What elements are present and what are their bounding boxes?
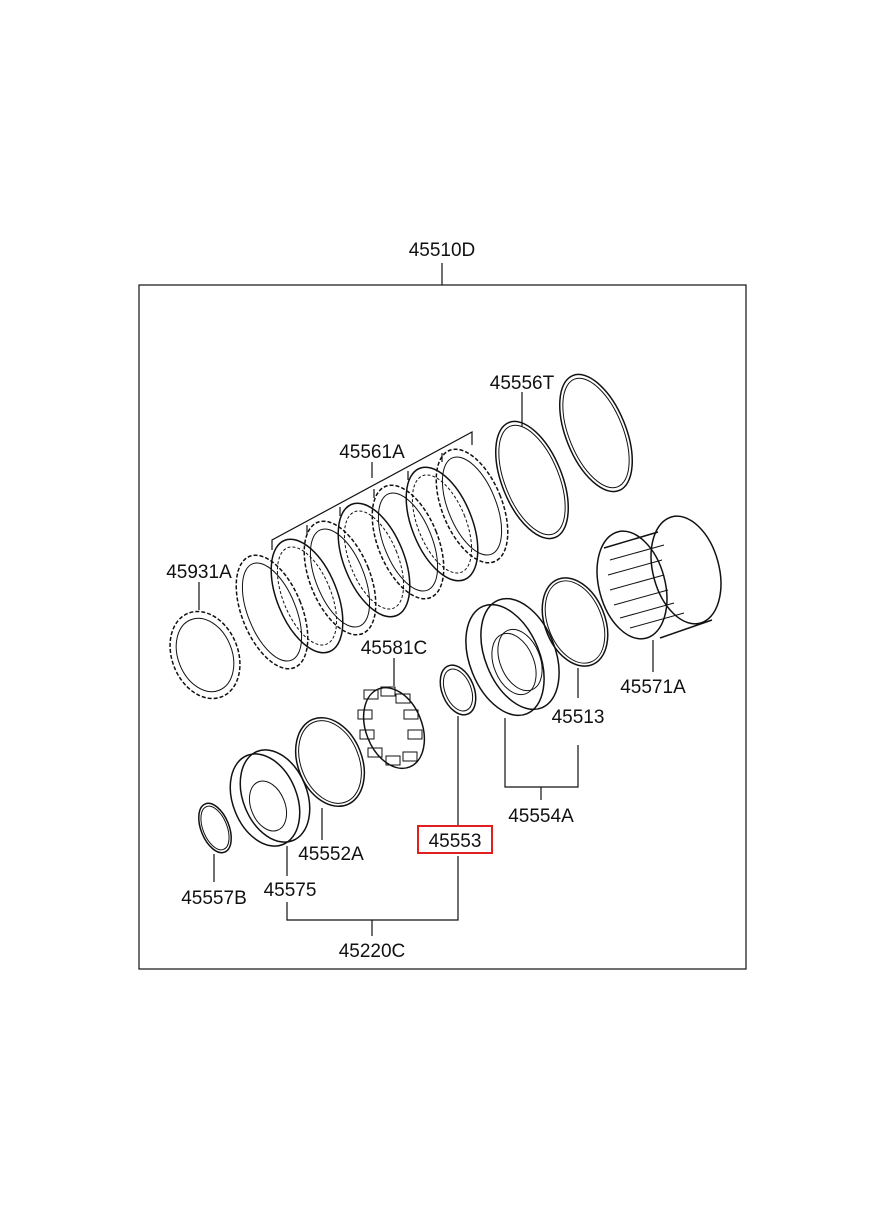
part-45557B-snap-ring[interactable] xyxy=(192,799,237,858)
part-45931A-plate[interactable] xyxy=(158,601,253,709)
label-45561A[interactable]: 45561A xyxy=(339,442,405,463)
label-45552A[interactable]: 45552A xyxy=(298,844,364,865)
label-45556T[interactable]: 45556T xyxy=(490,373,555,394)
part-45571A-drum[interactable] xyxy=(586,508,732,646)
label-45513[interactable]: 45513 xyxy=(552,707,605,728)
part-45581C-spring-retainer[interactable] xyxy=(352,679,435,778)
part-45553-seal[interactable] xyxy=(433,660,482,720)
label-45931A[interactable]: 45931A xyxy=(166,562,232,583)
label-45220C[interactable]: 45220C xyxy=(339,941,406,962)
part-45575-retainer[interactable] xyxy=(217,740,322,857)
label-45575[interactable]: 45575 xyxy=(264,880,317,901)
label-45553[interactable]: 45553 xyxy=(429,831,482,852)
part-45561A-clutch-pack[interactable] xyxy=(222,439,523,679)
label-45581C[interactable]: 45581C xyxy=(361,638,428,659)
part-45554A-piston[interactable] xyxy=(451,587,574,727)
label-45554A[interactable]: 45554A xyxy=(508,806,574,827)
highlight-box-45553 xyxy=(417,825,493,854)
assembly-frame xyxy=(138,284,747,970)
part-45556T-rings[interactable] xyxy=(481,364,647,548)
leader-45561A xyxy=(271,430,473,550)
part-45513-ring[interactable] xyxy=(530,568,620,676)
label-45571A[interactable]: 45571A xyxy=(620,677,686,698)
leader-45554A xyxy=(504,718,579,788)
label-45510D[interactable]: 45510D xyxy=(409,240,476,261)
label-45557B[interactable]: 45557B xyxy=(181,888,247,909)
part-45552A-seal[interactable] xyxy=(283,707,377,816)
